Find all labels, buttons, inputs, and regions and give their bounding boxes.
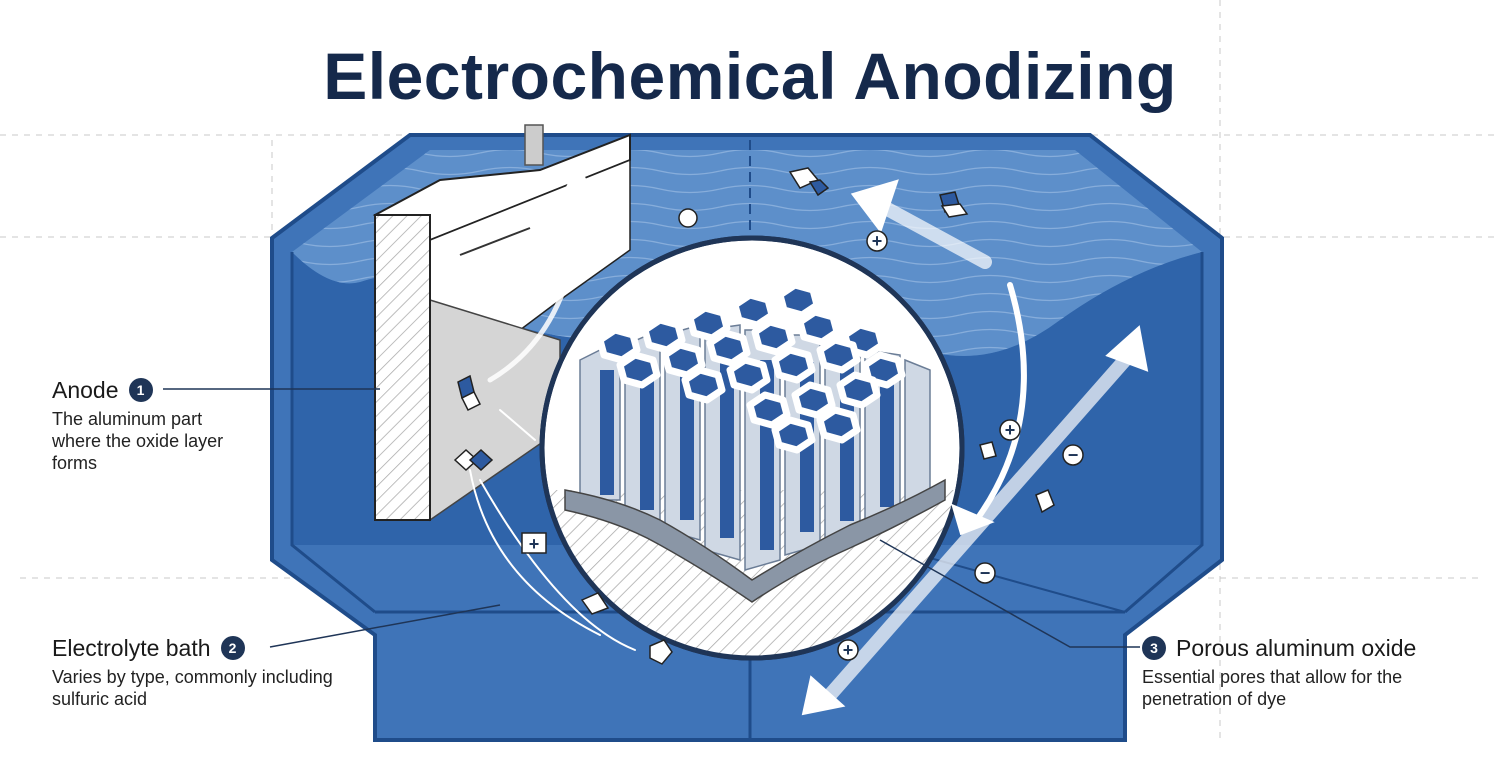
leader-lines <box>163 388 1140 648</box>
number-badge: 1 <box>128 378 153 402</box>
callout-description: Varies by type, commonly including sulfu… <box>52 667 333 709</box>
callout-porous-oxide: 3 Porous aluminum oxide Essential pores … <box>1142 634 1472 710</box>
svg-text:−: − <box>1068 445 1079 465</box>
svg-text:+: + <box>872 231 883 251</box>
ion-positive: + <box>999 419 1021 441</box>
svg-text:−: − <box>980 563 991 583</box>
svg-text:+: + <box>529 534 540 554</box>
callout-title: Electrolyte bath <box>52 635 211 661</box>
callout-description: The aluminum part where the oxide layer … <box>52 409 224 473</box>
ion-positive: + <box>521 532 547 554</box>
pore-grid <box>596 281 906 454</box>
page-title: Electrochemical Anodizing <box>323 39 1177 113</box>
callout-title: Porous aluminum oxide <box>1176 635 1417 661</box>
callout-anode: Anode 1 The aluminum part where the oxid… <box>52 376 292 474</box>
ion-negative: − <box>1062 444 1084 466</box>
number-badge: 2 <box>220 636 245 660</box>
ion-negative: − <box>974 562 996 584</box>
svg-text:+: + <box>1005 420 1016 440</box>
porous-oxide-lens <box>539 235 965 661</box>
number-badge: 3 <box>1142 636 1166 660</box>
particles <box>453 167 1055 665</box>
callout-title: Anode <box>52 377 119 403</box>
ion-flow-arrows <box>469 162 1149 716</box>
svg-text:+: + <box>843 640 854 660</box>
callout-electrolyte-bath: Electrolyte bath 2 Varies by type, commo… <box>52 634 352 710</box>
ion-positive: + <box>837 639 859 661</box>
ion-positive: + <box>866 230 888 252</box>
callout-description: Essential pores that allow for the penet… <box>1142 667 1403 709</box>
